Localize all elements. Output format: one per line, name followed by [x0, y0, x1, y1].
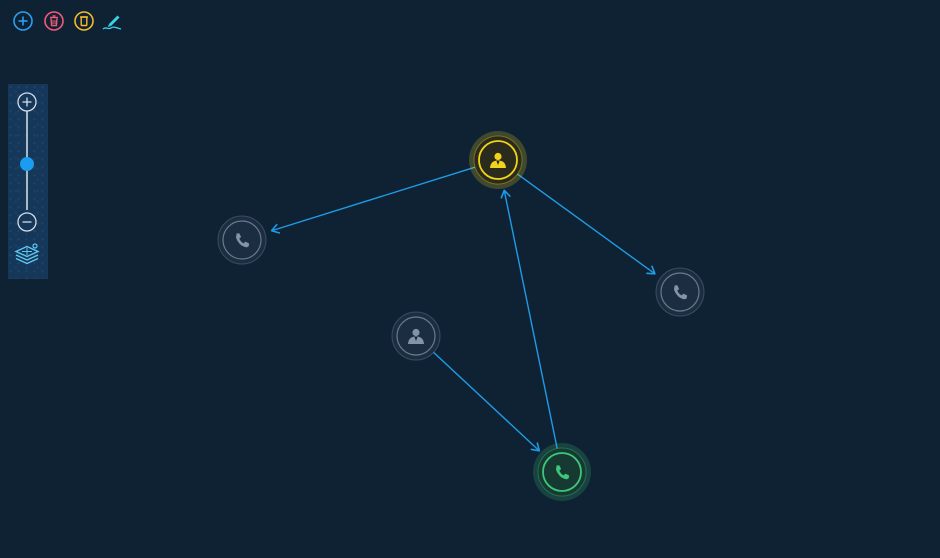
edge-phone-bottom-to-person-main[interactable] — [500, 189, 558, 449]
person-icon — [408, 328, 424, 344]
plus-circle-icon — [13, 11, 33, 31]
delete-button[interactable] — [42, 9, 66, 33]
edit-button[interactable] — [101, 9, 125, 33]
phone-icon — [236, 233, 250, 248]
arrowhead — [530, 442, 541, 452]
node-person-main[interactable] — [469, 131, 527, 189]
plus-icon — [17, 92, 37, 112]
zoom-control — [8, 84, 48, 279]
layers-icon — [14, 243, 40, 265]
phone-icon — [556, 465, 570, 480]
edges-layer — [270, 166, 656, 452]
phone-icon — [674, 285, 688, 300]
node-phone-bottom[interactable] — [533, 443, 591, 501]
clear-icon — [74, 11, 94, 31]
nodes-layer — [217, 131, 705, 501]
edit-pen-icon — [102, 15, 122, 30]
person-icon — [490, 152, 506, 168]
node-phone-right[interactable] — [655, 267, 705, 317]
arrowhead — [270, 223, 281, 234]
zoom-in-button[interactable] — [16, 91, 38, 113]
edge-person-main-to-phone-left[interactable] — [270, 166, 476, 234]
node-person-secondary[interactable] — [391, 311, 441, 361]
trash-icon — [44, 11, 64, 31]
edge-person-main-to-phone-right[interactable] — [517, 173, 656, 275]
node-phone-left[interactable] — [217, 215, 267, 265]
layers-button[interactable] — [13, 242, 41, 266]
minus-icon — [17, 212, 37, 232]
clear-button[interactable] — [72, 9, 96, 33]
zoom-slider-handle[interactable] — [20, 157, 34, 172]
edge-person-secondary-to-phone-bottom[interactable] — [433, 351, 541, 452]
add-button[interactable] — [11, 9, 35, 33]
arrowhead — [500, 189, 511, 199]
arrowhead — [646, 265, 656, 275]
zoom-out-button[interactable] — [16, 211, 38, 233]
